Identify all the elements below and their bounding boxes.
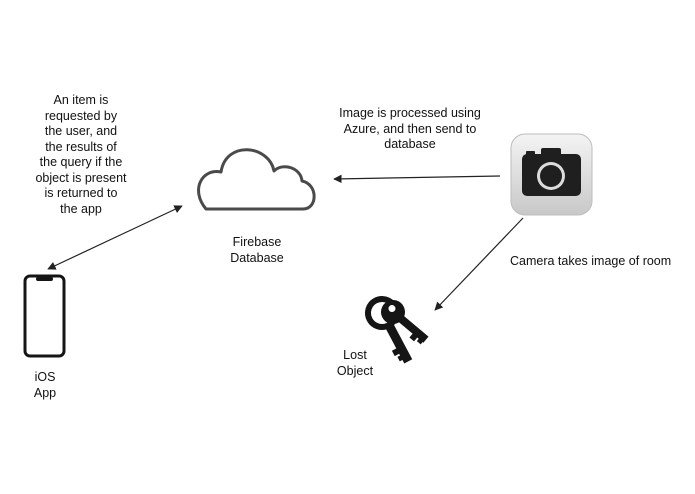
firebase-database-label: Firebase Database (230, 235, 284, 265)
camera-label: Camera takes image of room (510, 254, 672, 268)
arrow-app-firebase (47, 205, 183, 270)
arrow-camera-firebase (333, 174, 501, 184)
request-flow-label: An item is requested by the user, and th… (35, 93, 127, 216)
image-processing-label: Image is processed using Azure, and then… (339, 106, 481, 151)
arrow-camera-lost-object (434, 217, 524, 311)
lost-object-label: Lost Object (336, 348, 374, 378)
cloud-icon (197, 148, 316, 211)
smartphone-icon (23, 274, 66, 358)
camera-app-icon (510, 133, 593, 216)
ios-app-label: iOS App (33, 370, 57, 400)
keys-icon (365, 296, 429, 364)
